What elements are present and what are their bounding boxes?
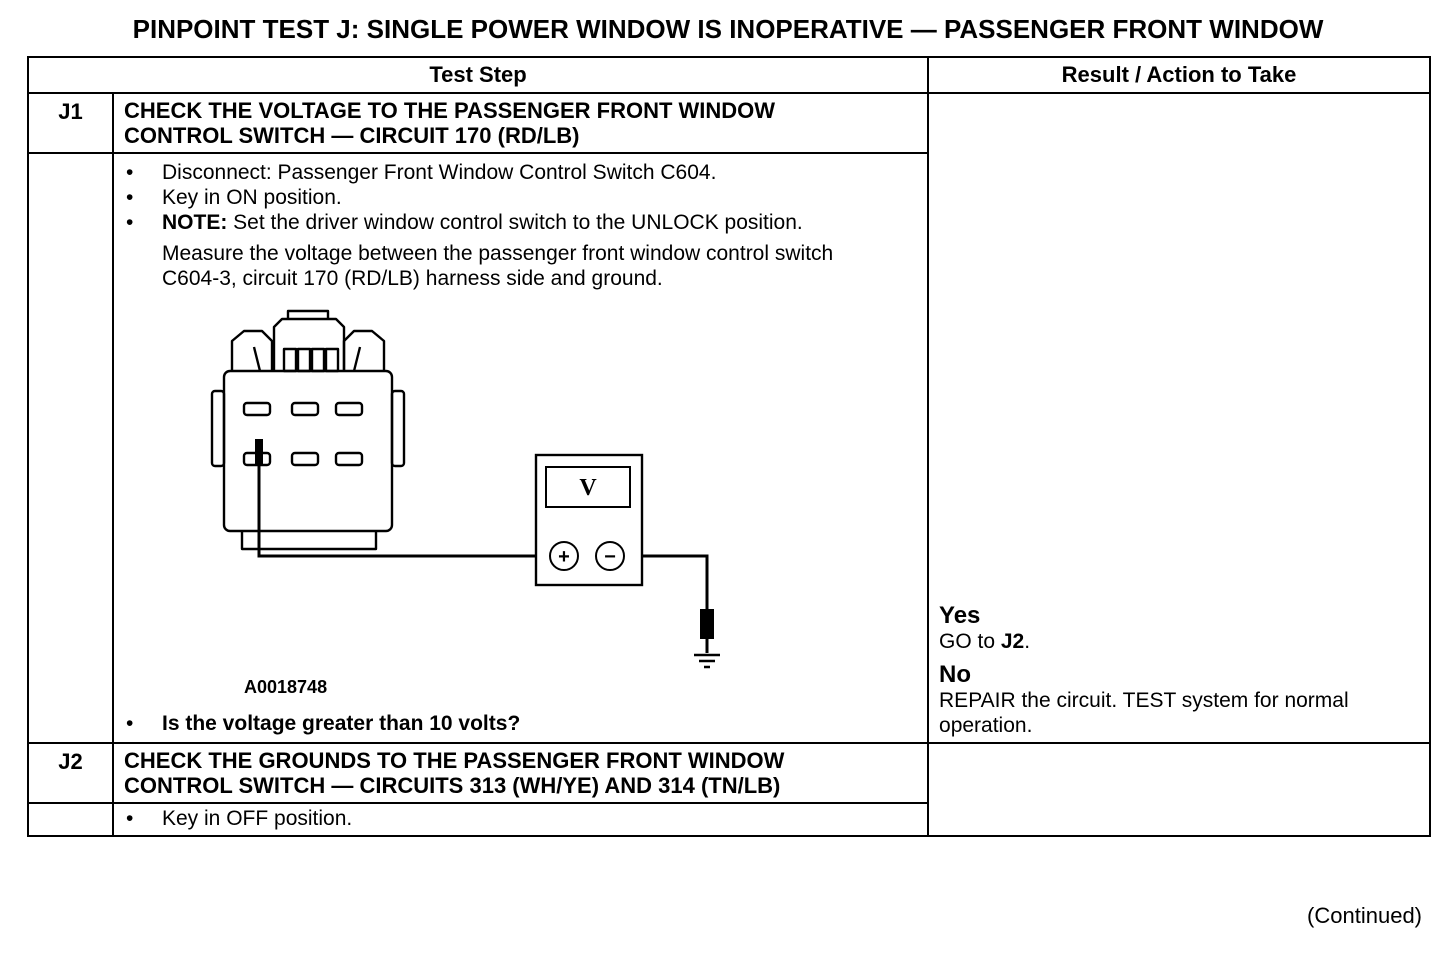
- step-id: J2: [27, 742, 114, 804]
- step-body: • Key in OFF position.: [111, 802, 930, 837]
- result-yes-text: GO to J2.: [939, 629, 1379, 654]
- step-heading-line: CONTROL SWITCH — CIRCUITS 313 (WH/YE) AN…: [124, 773, 781, 798]
- pin-socket: [290, 401, 320, 417]
- bullet-icon: •: [126, 161, 134, 184]
- bullet-icon: •: [126, 186, 134, 209]
- connector-body: [222, 369, 394, 533]
- step-question: • Is the voltage greater than 10 volts?: [114, 711, 927, 736]
- list-item-text: Key in ON position.: [162, 186, 342, 209]
- result-yes-prefix: GO to: [939, 630, 1001, 653]
- step-j1-heading-row: J1 CHECK THE VOLTAGE TO THE PASSENGER FR…: [27, 92, 1432, 744]
- step-j2-result-cell: [927, 742, 1432, 837]
- step-j2-body-row: • Key in OFF position.: [27, 802, 1430, 837]
- page-title: PINPOINT TEST J: SINGLE POWER WINDOW IS …: [132, 14, 1324, 44]
- voltmeter-label: V: [579, 475, 597, 501]
- step-heading-line: CHECK THE VOLTAGE TO THE PASSENGER FRONT…: [124, 98, 776, 123]
- minus-terminal-icon: [595, 541, 625, 571]
- step-heading-line: CONTROL SWITCH — CIRCUIT 170 (RD/LB): [124, 123, 580, 148]
- table-header-row: Test Step Result / Action to Take: [26, 56, 1432, 94]
- list-item: • Key in OFF position.: [126, 806, 927, 831]
- list-item: • Key in ON position.: [126, 185, 927, 210]
- continued-label: (Continued): [1307, 903, 1422, 928]
- step-j1-result-cell: Yes GO to J2. No REPAIR the circuit. TES…: [927, 92, 1432, 744]
- step-id: J1: [27, 92, 114, 154]
- result-yes-target: J2: [1000, 630, 1025, 653]
- pin-socket: [242, 401, 272, 417]
- connector-diagram: V + − A0018748: [114, 291, 927, 711]
- step-heading: CHECK THE VOLTAGE TO THE PASSENGER FRONT…: [111, 92, 930, 154]
- step-heading-line: CHECK THE GROUNDS TO THE PASSENGER FRONT…: [124, 748, 785, 773]
- minus-terminal-label: −: [604, 546, 616, 568]
- step-heading: CHECK THE GROUNDS TO THE PASSENGER FRONT…: [111, 742, 930, 804]
- step-j1-body-row: • Disconnect: Passenger Front Window Cont…: [27, 152, 1430, 744]
- step-question-text: Is the voltage greater than 10 volts?: [162, 712, 521, 735]
- header-result: Result / Action to Take: [927, 56, 1432, 94]
- pinpoint-test-table: Test Step Result / Action to Take J1 CHE…: [26, 56, 1432, 837]
- pin-socket: [334, 451, 364, 467]
- list-item-text: Disconnect: Passenger Front Window Contr…: [162, 161, 717, 184]
- result-yes-suffix: .: [1024, 630, 1031, 653]
- list-item: • Disconnect: Passenger Front Window Cont…: [126, 160, 927, 185]
- result-no-label: No: [939, 661, 972, 688]
- step-id-spacer: [27, 802, 114, 837]
- pin-socket: [334, 401, 364, 417]
- probe-wire-positive: [257, 441, 554, 558]
- list-item-text: Key in OFF position.: [162, 807, 353, 830]
- result-no-text: REPAIR the circuit. TEST system for norm…: [939, 689, 1349, 737]
- list-item: • NOTE: Set the driver window control swi…: [126, 210, 927, 235]
- step-bullet-list: • Key in OFF position.: [114, 806, 927, 831]
- connector-meter-illustration: V + −: [210, 309, 720, 669]
- figure-id: A0018748: [244, 677, 328, 697]
- bullet-icon: •: [126, 712, 134, 735]
- step-body: • Disconnect: Passenger Front Window Cont…: [111, 152, 930, 744]
- result-yes-label: Yes: [939, 602, 981, 629]
- note-label: NOTE:: [162, 211, 228, 234]
- bullet-icon: •: [126, 807, 134, 830]
- ground-icon: [694, 653, 720, 669]
- step-id-spacer: [27, 152, 114, 744]
- voltmeter-display: [545, 466, 631, 508]
- plus-terminal-icon: [549, 541, 579, 571]
- header-test-step: Test Step: [26, 56, 930, 94]
- plus-terminal-label: +: [558, 546, 570, 568]
- pin-socket: [290, 451, 320, 467]
- step-bullet-list: • Disconnect: Passenger Front Window Cont…: [114, 160, 927, 235]
- step-j2-heading-row: J2 CHECK THE GROUNDS TO THE PASSENGER FR…: [27, 742, 1432, 837]
- bullet-icon: •: [126, 211, 134, 234]
- result-block: Yes GO to J2. No REPAIR the circuit. TES…: [939, 603, 1379, 738]
- note-text: Set the driver window control switch to …: [227, 211, 803, 234]
- measure-instruction: Measure the voltage between the passenge…: [162, 242, 834, 290]
